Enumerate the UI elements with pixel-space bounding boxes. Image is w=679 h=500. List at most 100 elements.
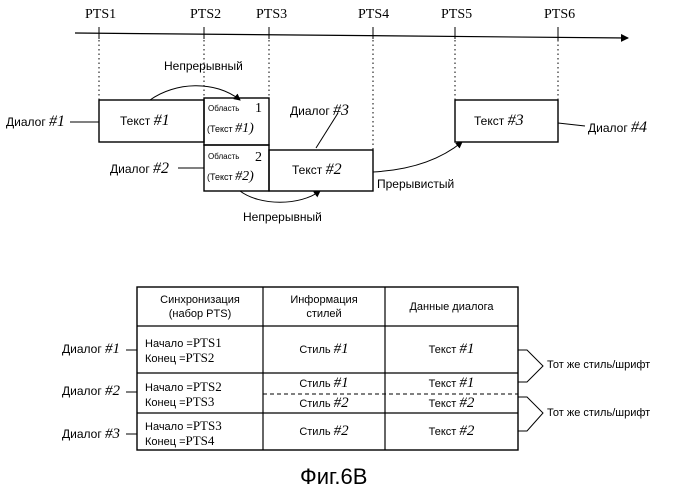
row2-start: Начало =PTS2 [145, 380, 222, 395]
row3-end-word: Конец = [145, 436, 186, 448]
region1-text-number: #1) [235, 121, 254, 136]
row1-end-word: Конец = [145, 353, 186, 365]
row1-start-pts: PTS1 [193, 335, 222, 350]
dialog3-word: Диалог [290, 104, 330, 118]
row1-dialog-number: #1 [105, 341, 120, 357]
dialog4-number: #4 [631, 119, 647, 136]
discontinuous-label: Прерывистый [377, 178, 454, 190]
region1-text-word: (Текст [207, 124, 233, 134]
row3-end: Конец =PTS4 [145, 434, 222, 449]
dialog3-number: #3 [333, 102, 349, 119]
row1-dialog-label: Диалог #1 [62, 342, 120, 357]
row2-style-a-number: #1 [334, 375, 349, 392]
same-style-note-2: Тот же стиль/шрифт [547, 408, 650, 419]
row1-start: Начало =PTS1 [145, 336, 222, 351]
pts-label-2: PTS2 [190, 8, 221, 22]
row3-start: Начало =PTS3 [145, 419, 222, 434]
row2-end: Конец =PTS3 [145, 395, 222, 410]
row3-start-word: Начало = [145, 421, 193, 433]
row2-end-pts: PTS3 [186, 394, 215, 409]
header-sync: Синхронизация (набор PTS) [137, 287, 263, 326]
continuous-bottom-label: Непрерывный [243, 211, 322, 223]
header-data-line1: Данные диалога [409, 300, 493, 314]
text2-label: Текст #2 [292, 162, 342, 178]
row2-dialog-word: Диалог [62, 384, 102, 398]
row3-end-pts: PTS4 [186, 433, 215, 448]
region1-text: (Текст #1) [207, 122, 254, 136]
pts-label-3: PTS3 [256, 8, 287, 22]
row3-start-pts: PTS3 [193, 418, 222, 433]
dialog2-number: #2 [153, 160, 169, 177]
row3-style-number: #2 [334, 423, 349, 440]
region1-title: Область [208, 105, 239, 113]
text1-number: #1 [154, 112, 170, 129]
row3-sync: Начало =PTS3 Конец =PTS4 [145, 419, 222, 449]
continuous-top-label: Непрерывный [164, 60, 243, 72]
dialog4-leader [558, 123, 585, 126]
region2-number: 2 [255, 151, 262, 165]
region2-text-number: #2) [235, 169, 254, 184]
dialog2-label: Диалог #2 [110, 161, 169, 177]
region2-title: Область [208, 153, 239, 161]
text2-word: Текст [292, 163, 322, 177]
text1-label: Текст #1 [120, 113, 170, 129]
row2-style-a-word: Стиль [299, 378, 330, 390]
row1-text: Текст #1 [385, 326, 518, 373]
header-style-line2: стилей [306, 307, 341, 321]
row2-style-b-word: Стиль [299, 398, 330, 410]
header-style-line1: Информация [290, 293, 357, 307]
region2-text: (Текст #2) [207, 170, 254, 184]
same-style-bracket-2 [518, 397, 543, 431]
pts-label-6: PTS6 [544, 8, 575, 22]
row1-style-word: Стиль [299, 344, 330, 356]
row3-text-number: #2 [459, 423, 474, 440]
continuous-bottom-arrow [240, 191, 320, 202]
header-dialog-data: Данные диалога [385, 287, 518, 326]
row1-end-pts: PTS2 [186, 350, 215, 365]
pts-label-5: PTS5 [441, 8, 472, 22]
row3-dialog-label: Диалог #3 [62, 427, 120, 442]
row2-start-pts: PTS2 [193, 379, 222, 394]
row2-start-word: Начало = [145, 382, 193, 394]
row2-text-b: Текст #2 [385, 394, 518, 413]
row2-sync: Начало =PTS2 Конец =PTS3 [145, 380, 222, 410]
dialog4-word: Диалог [588, 121, 628, 135]
pts-label-4: PTS4 [358, 8, 389, 22]
row1-style: Стиль #1 [263, 326, 385, 373]
row3-text-word: Текст [429, 426, 457, 438]
row1-end: Конец =PTS2 [145, 351, 222, 366]
row2-text-a: Текст #1 [385, 373, 518, 394]
figure-caption: Фиг.6В [300, 466, 367, 488]
same-style-bracket-1 [518, 350, 543, 382]
text3-number: #3 [508, 112, 524, 129]
header-sync-line1: Синхронизация [160, 293, 240, 307]
dialog3-label: Диалог #3 [290, 103, 349, 119]
row2-style-a: Стиль #1 [263, 373, 385, 394]
dialog1-label: Диалог #1 [6, 114, 65, 130]
row3-style-word: Стиль [299, 426, 330, 438]
row3-dialog-word: Диалог [62, 427, 102, 441]
row1-text-number: #1 [459, 341, 474, 358]
row3-dialog-number: #3 [105, 426, 120, 442]
row1-sync: Начало =PTS1 Конец =PTS2 [145, 336, 222, 366]
row2-text-a-word: Текст [429, 378, 457, 390]
dialog1-number: #1 [49, 113, 65, 130]
row3-style: Стиль #2 [263, 413, 385, 450]
row2-text-a-number: #1 [459, 375, 474, 392]
row2-style-b: Стиль #2 [263, 394, 385, 413]
discontinuous-arrow [373, 142, 462, 172]
row2-text-b-number: #2 [459, 395, 474, 412]
row2-dialog-label: Диалог #2 [62, 384, 120, 399]
row2-dialog-number: #2 [105, 383, 120, 399]
dialog4-label: Диалог #4 [588, 120, 647, 136]
row2-style-b-number: #2 [334, 395, 349, 412]
row1-dialog-word: Диалог [62, 342, 102, 356]
time-axis [75, 33, 628, 38]
same-style-note-1: Тот же стиль/шрифт [547, 360, 650, 371]
region1-number: 1 [255, 102, 262, 116]
row1-start-word: Начало = [145, 338, 193, 350]
row3-text: Текст #2 [385, 413, 518, 450]
text1-word: Текст [120, 114, 150, 128]
dialog2-word: Диалог [110, 162, 150, 176]
